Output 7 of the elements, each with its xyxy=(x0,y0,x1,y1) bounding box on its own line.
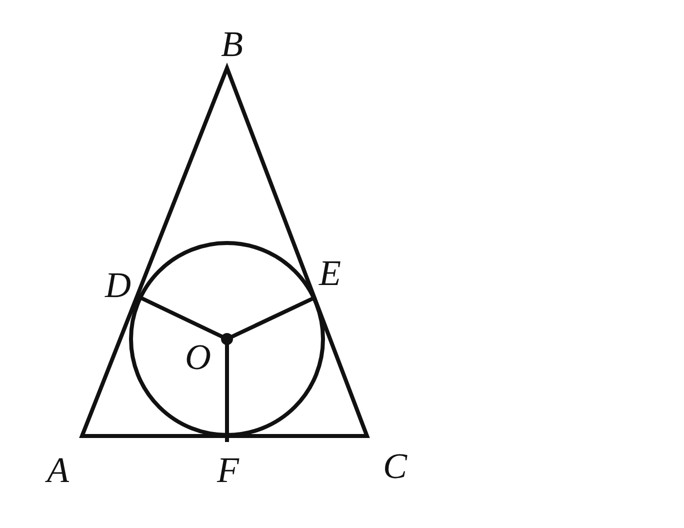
point-label: F xyxy=(217,452,239,488)
point-label: B xyxy=(221,26,243,62)
point-label: A xyxy=(47,452,69,488)
point-label: E xyxy=(319,255,341,291)
point-label: D xyxy=(105,267,131,303)
point-label: C xyxy=(383,448,407,484)
point-label: O xyxy=(185,339,211,375)
